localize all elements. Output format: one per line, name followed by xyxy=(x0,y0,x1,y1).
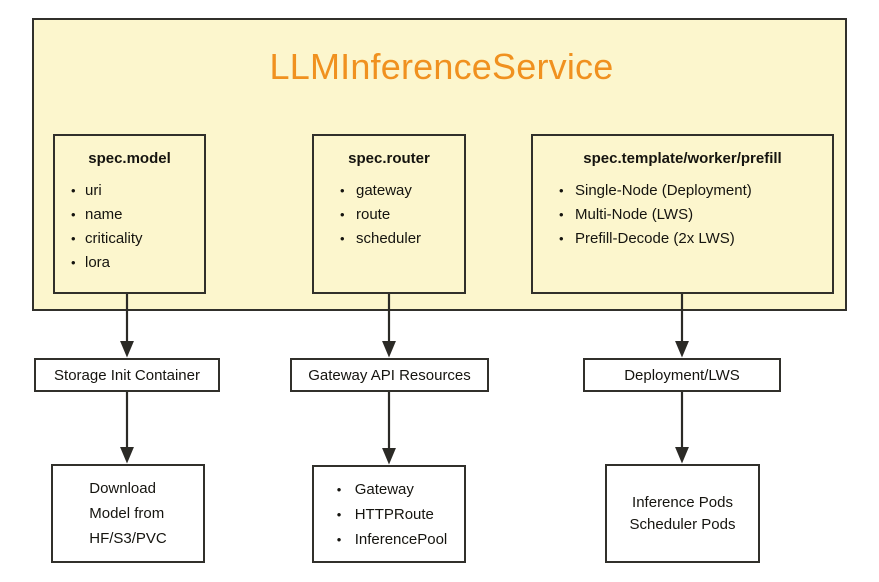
gateway-api-resources-box: Gateway API Resources xyxy=(290,358,489,392)
box-label: Deployment/LWS xyxy=(624,366,740,384)
list-item: name xyxy=(55,203,204,227)
gateway-resources-list-box: Gateway HTTPRoute InferencePool xyxy=(312,465,466,563)
box-label: Gateway API Resources xyxy=(308,366,471,384)
spec-router-list: gateway route scheduler xyxy=(314,179,464,251)
text-line: Model from xyxy=(89,505,165,522)
text-line: Download xyxy=(89,480,156,497)
spec-template-list: Single-Node (Deployment) Multi-Node (LWS… xyxy=(533,179,832,251)
deployment-lws-box: Deployment/LWS xyxy=(583,358,781,392)
text-line: HF/S3/PVC xyxy=(89,530,167,547)
spec-model-box: spec.model uri name criticality lora xyxy=(53,134,206,294)
list-item: HTTPRoute xyxy=(331,502,448,527)
page-title: LLMInferenceService xyxy=(269,46,614,87)
download-model-box: Download Model from HF/S3/PVC xyxy=(51,464,205,563)
spec-model-list: uri name criticality lora xyxy=(55,179,204,275)
text-line: Scheduler Pods xyxy=(629,515,736,533)
spec-router-title: spec.router xyxy=(348,150,430,167)
spec-template-title: spec.template/worker/prefill xyxy=(583,150,782,167)
list-item: uri xyxy=(55,179,204,203)
spec-router-box: spec.router gateway route scheduler xyxy=(312,134,466,294)
list-item: InferencePool xyxy=(331,527,448,552)
text-line: Inference Pods xyxy=(632,493,733,511)
list-item: Single-Node (Deployment) xyxy=(533,179,832,203)
list-item: Prefill-Decode (2x LWS) xyxy=(533,227,832,251)
storage-init-container-box: Storage Init Container xyxy=(34,358,220,392)
box-label-lines: Inference Pods Scheduler Pods xyxy=(630,492,736,536)
inference-scheduler-pods-box: Inference Pods Scheduler Pods xyxy=(605,464,760,563)
list-item: Gateway xyxy=(331,477,448,502)
box-label-lines: Download Model from HF/S3/PVC xyxy=(89,476,167,551)
box-label: Storage Init Container xyxy=(54,366,200,384)
gateway-resources-list: Gateway HTTPRoute InferencePool xyxy=(331,477,448,552)
list-item: Multi-Node (LWS) xyxy=(533,203,832,227)
spec-model-title: spec.model xyxy=(88,150,171,167)
spec-template-worker-prefill-box: spec.template/worker/prefill Single-Node… xyxy=(531,134,834,294)
list-item: lora xyxy=(55,251,204,275)
list-item: gateway xyxy=(314,179,464,203)
list-item: route xyxy=(314,203,464,227)
list-item: criticality xyxy=(55,227,204,251)
list-item: scheduler xyxy=(314,227,464,251)
